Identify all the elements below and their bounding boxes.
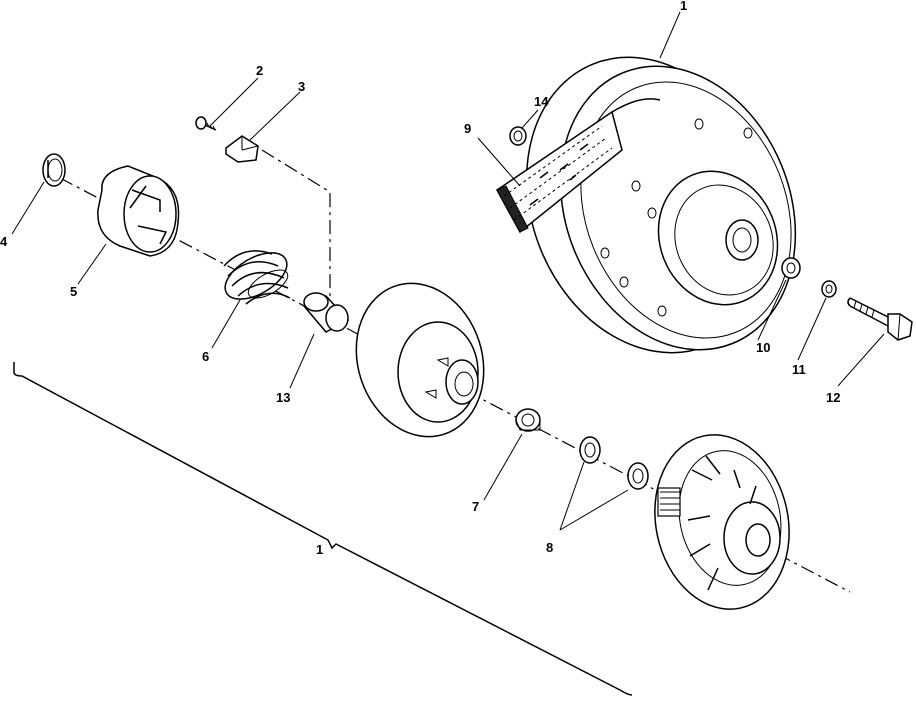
- label-part-5: 5: [70, 284, 77, 299]
- part-4-snap-ring: [42, 153, 66, 187]
- callout-labels: 1 2 3 4 5 6 7 8 9 10 11 12 13 14 1: [0, 0, 840, 557]
- part-3-button: [225, 135, 259, 163]
- label-part-6: 6: [202, 349, 209, 364]
- assembly-bracket: [13, 362, 633, 696]
- label-part-12: 12: [826, 390, 840, 405]
- label-part-9: 9: [464, 121, 471, 136]
- label-part-13: 13: [276, 390, 290, 405]
- part-9-drive-belt: [496, 98, 661, 234]
- part-10-washer: [781, 257, 801, 279]
- leader-lines: [11, 11, 885, 531]
- part-13-bushing: [302, 292, 350, 333]
- part-11-lock-washer: [821, 280, 837, 298]
- part-14-washer: [509, 126, 527, 146]
- label-part-3: 3: [298, 79, 305, 94]
- label-part-10: 10: [756, 340, 770, 355]
- part-8-washers: [579, 436, 649, 490]
- part-6-spring: [223, 250, 291, 305]
- label-part-4: 4: [0, 234, 8, 249]
- label-part-11: 11: [792, 362, 806, 377]
- part-12-bolt: [847, 297, 913, 341]
- label-part-2: 2: [256, 63, 263, 78]
- label-part-1-bottom: 1: [316, 542, 323, 557]
- label-part-8: 8: [546, 540, 553, 555]
- part-7-bushing: [515, 408, 541, 432]
- part-5-cam: [97, 165, 180, 257]
- label-part-7: 7: [472, 499, 479, 514]
- label-part-14: 14: [534, 94, 549, 109]
- movable-sheave: [355, 282, 485, 438]
- label-part-1-top: 1: [680, 0, 687, 13]
- rear-sheave: [654, 434, 790, 610]
